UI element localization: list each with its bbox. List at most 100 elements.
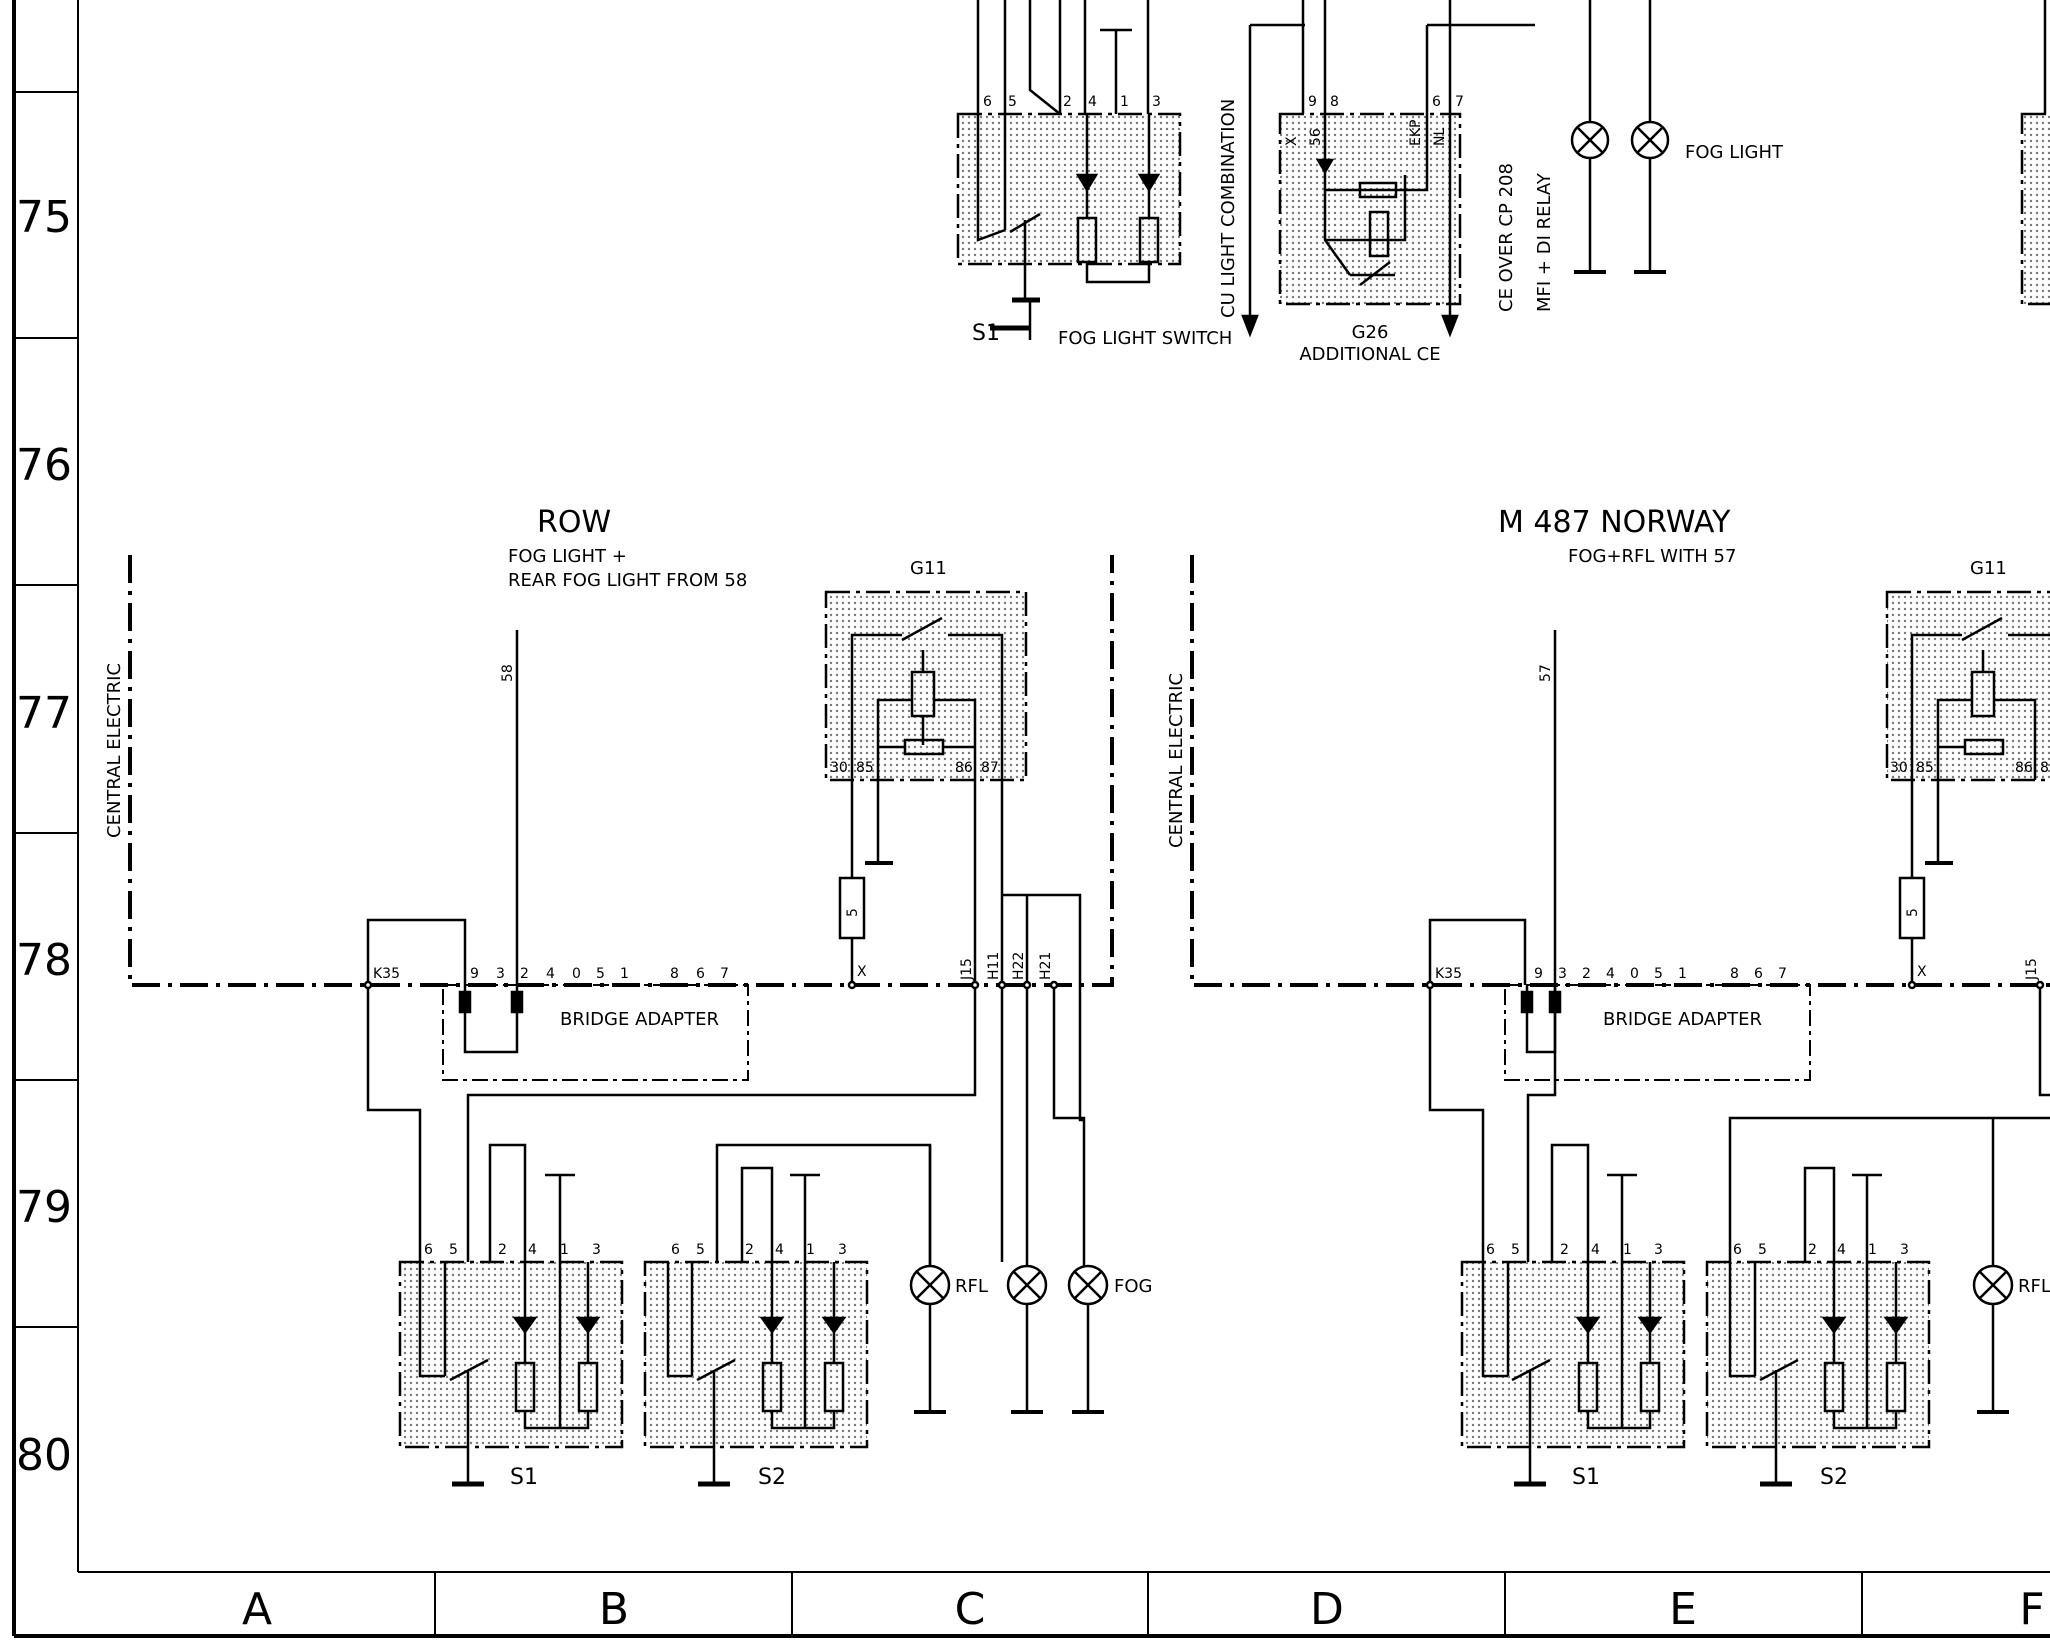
svg-text:H22: H22 [1011,952,1027,980]
top-labels: S1 FOG LIGHT SWITCH 6 5 2 4 1 3 CU LIGHT… [972,94,1784,365]
svg-text:X: X [1284,136,1300,146]
row-rfl-label: RFL [955,1276,988,1297]
row-label-79: 79 [16,1182,72,1233]
svg-text:6: 6 [1733,1242,1742,1258]
svg-text:4: 4 [775,1242,784,1258]
svg-text:7: 7 [1778,966,1787,982]
svg-text:56: 56 [1308,128,1324,146]
svg-text:1: 1 [806,1242,815,1258]
row-panel-labels: ROW FOG LIGHT + REAR FOG LIGHT FROM 58 5… [104,505,1152,1490]
svg-text:6: 6 [696,966,705,982]
svg-text:5: 5 [1758,1242,1767,1258]
cu-light-combination-label: CU LIGHT COMBINATION [1218,99,1239,318]
svg-text:2: 2 [1560,1242,1569,1258]
svg-text:3: 3 [838,1242,847,1258]
svg-text:5: 5 [1905,908,1921,917]
row-s1-body [398,1260,624,1449]
row-subtitle-2: REAR FOG LIGHT FROM 58 [508,570,747,591]
norway-s2-label: S2 [1820,1465,1848,1490]
svg-text:6: 6 [983,94,992,110]
g26-name: ADDITIONAL CE [1299,344,1440,365]
col-label-f: F [2019,1584,2044,1635]
svg-text:K35: K35 [373,966,400,982]
svg-text:5: 5 [845,908,861,917]
row-s1-label: S1 [510,1465,538,1490]
fog-switch-id: S1 [972,321,1000,346]
col-label-a: A [242,1584,272,1635]
svg-text:85: 85 [1916,760,1934,776]
g26-id: G26 [1352,322,1389,343]
svg-text:1: 1 [1678,966,1687,982]
svg-text:1: 1 [620,966,629,982]
svg-text:2: 2 [745,1242,754,1258]
row-label-76: 76 [16,440,72,491]
svg-text:3: 3 [1152,94,1161,110]
row-label-77: 77 [16,688,72,739]
svg-text:6: 6 [424,1242,433,1258]
svg-text:2: 2 [1582,966,1591,982]
svg-text:7: 7 [720,966,729,982]
svg-text:87: 87 [981,760,999,776]
bridge-adapter-norway [1504,984,1811,1081]
bridge-adapter-row [442,984,749,1081]
row-s2-body [643,1260,869,1449]
g26-body [1278,112,1462,306]
row-fog-label: FOG [1114,1276,1152,1297]
svg-text:K35: K35 [1435,966,1462,982]
row-bridge-adapter-label: BRIDGE ADAPTER [560,1009,719,1030]
svg-text:0: 0 [572,966,581,982]
svg-text:6: 6 [1432,94,1441,110]
svg-text:8: 8 [1730,966,1739,982]
svg-text:4: 4 [1591,1242,1600,1258]
svg-text:4: 4 [528,1242,537,1258]
svg-text:57: 57 [1538,664,1554,682]
svg-text:5: 5 [449,1242,458,1258]
svg-text:5: 5 [596,966,605,982]
svg-text:9: 9 [1308,94,1317,110]
svg-text:5: 5 [1008,94,1017,110]
svg-text:8: 8 [670,966,679,982]
sheet-frame [12,0,2050,1638]
svg-text:7: 7 [1455,94,1464,110]
svg-text:1: 1 [1120,94,1129,110]
svg-text:3: 3 [1900,1242,1909,1258]
svg-text:2: 2 [1063,94,1072,110]
norway-panel-labels: M 487 NORWAY FOG+RFL WITH 57 57 CENTRAL … [1166,505,2050,1490]
svg-text:58: 58 [500,664,516,682]
svg-text:86: 86 [955,760,973,776]
row-labels: 75 76 77 78 79 80 [16,192,72,1481]
svg-text:2: 2 [1808,1242,1817,1258]
norway-s1-label: S1 [1572,1465,1600,1490]
svg-text:4: 4 [1088,94,1097,110]
svg-text:5: 5 [1511,1242,1520,1258]
svg-text:J15: J15 [959,958,975,981]
svg-text:X: X [1917,964,1927,980]
svg-text:5: 5 [1654,966,1663,982]
row-title: ROW [537,505,611,540]
row-label-78: 78 [16,935,72,986]
svg-text:1: 1 [1623,1242,1632,1258]
svg-text:6: 6 [1754,966,1763,982]
svg-text:0: 0 [1630,966,1639,982]
svg-text:9: 9 [1534,966,1543,982]
svg-text:2: 2 [520,966,529,982]
row-panel [128,555,1114,1487]
svg-text:4: 4 [546,966,555,982]
mfi-relay-label: MFI + DI RELAY [1534,172,1555,312]
svg-text:6: 6 [671,1242,680,1258]
row-subtitle-1: FOG LIGHT + [508,546,627,567]
norway-s2-body [1705,1260,1931,1449]
row-relay-id: G11 [910,558,947,579]
row-central-electric: CENTRAL ELECTRIC [104,663,125,838]
relay-g11 [824,590,1028,782]
svg-text:1: 1 [1868,1242,1877,1258]
fog-switch-name: FOG LIGHT SWITCH [1058,328,1232,349]
svg-text:NL: NL [1432,128,1448,146]
svg-text:1: 1 [560,1242,569,1258]
svg-text:30: 30 [1890,760,1908,776]
svg-text:3: 3 [496,966,505,982]
norway-s1-body [1460,1260,1686,1449]
svg-text:H11: H11 [986,952,1002,980]
norway-relay-g11 [1885,590,2050,782]
top-section [956,0,2050,340]
